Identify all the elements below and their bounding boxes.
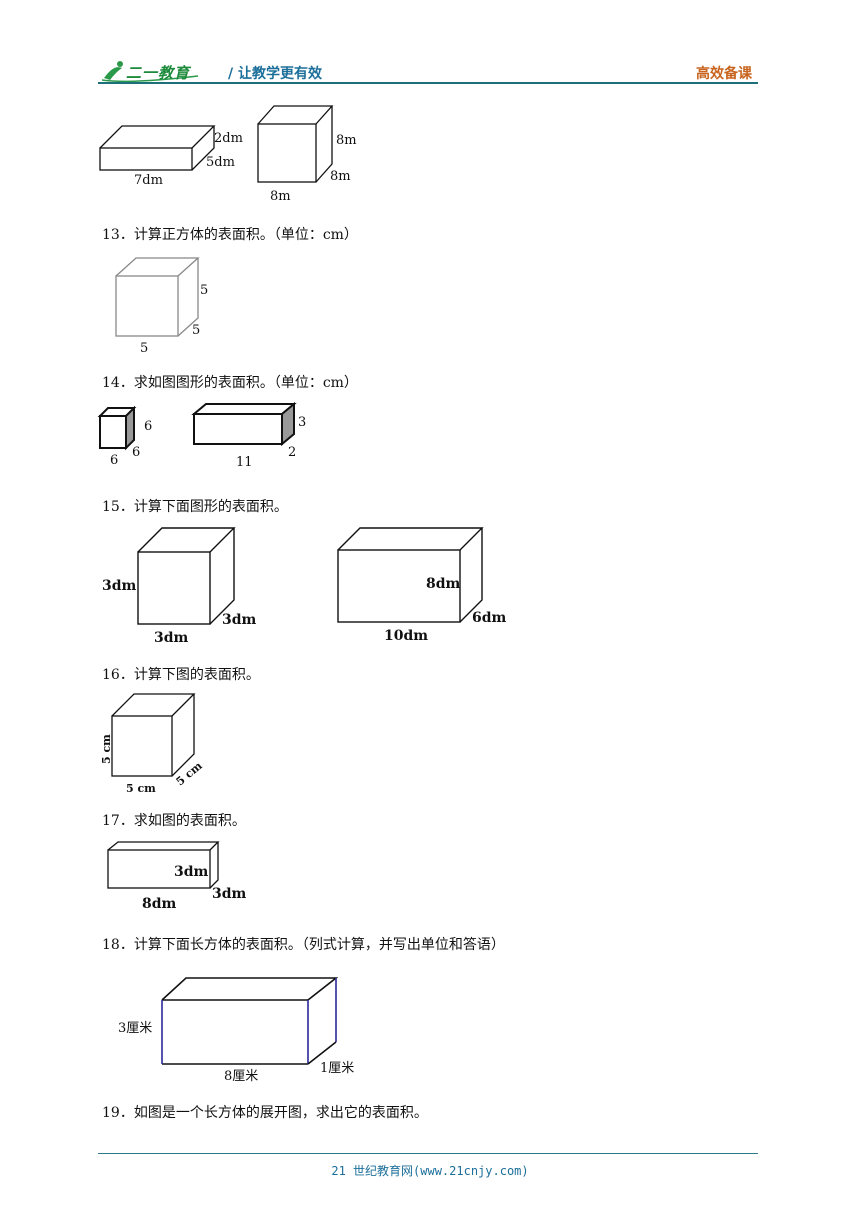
q17-length: 8dm (142, 896, 177, 912)
q16-width: 5 cm (174, 759, 205, 788)
q14-cube-height: 6 (144, 419, 152, 434)
q13-width: 5 (192, 323, 200, 338)
q14-cuboid-figure: 3 2 11 (191, 401, 306, 470)
header-slogan: / 让教学更有效 (228, 66, 322, 82)
q13-height: 5 (200, 283, 208, 298)
question-16: 16．计算下图的表面积。 (102, 667, 260, 683)
q17-height: 3dm (174, 864, 209, 880)
q16-length: 5 cm (126, 782, 156, 795)
q14-cuboid-height: 3 (298, 415, 306, 430)
question-14: 14．求如图图形的表面积。（单位：cm） (102, 375, 358, 391)
top-cube-figure: 8m 8m 8m (257, 105, 357, 204)
q15-cube-width: 3dm (222, 612, 257, 628)
q14-cube-length: 6 (110, 453, 118, 468)
q18-cuboid-figure: 3厘米 1厘米 8厘米 (118, 977, 354, 1084)
top-cube-height: 8m (336, 133, 357, 148)
q14-cuboid-width: 2 (288, 445, 296, 460)
top-cuboid-length: 7dm (134, 173, 163, 188)
q15-cube-height: 3dm (102, 578, 137, 594)
question-18: 18．计算下面长方体的表面积。（列式计算，并写出单位和答语） (102, 937, 505, 953)
question-19: 19．如图是一个长方体的展开图，求出它的表面积。 (102, 1105, 428, 1121)
q15-cube-figure: 3dm 3dm 3dm (102, 527, 257, 646)
q15-cuboid-height: 8dm (426, 576, 461, 592)
q14-cube-figure: 6 6 6 (97, 405, 152, 468)
header-divider (98, 82, 758, 84)
logo-icon (101, 61, 199, 83)
q13-length: 5 (140, 341, 148, 356)
q15-cube-length: 3dm (154, 630, 189, 646)
top-cuboid-height: 2dm (214, 131, 243, 146)
q16-height: 5 cm (100, 734, 113, 764)
q17-cuboid-figure: 3dm 3dm 8dm (107, 841, 247, 912)
logo-text: 二一教育 (126, 64, 191, 82)
top-cuboid-width: 5dm (206, 155, 235, 170)
top-cuboid-figure: 2dm 5dm 7dm (99, 125, 243, 188)
footer-text: 21 世纪教育网(www.21cnjy.com) (331, 1164, 529, 1178)
q18-length: 8厘米 (224, 1069, 258, 1084)
q18-width: 1厘米 (320, 1061, 354, 1076)
q15-cuboid-figure: 8dm 6dm 10dm (337, 527, 507, 644)
q14-cube-width: 6 (132, 445, 140, 460)
question-13: 13．计算正方体的表面积。（单位：cm） (102, 227, 358, 243)
top-cube-length: 8m (270, 189, 291, 204)
footer-divider (98, 1153, 758, 1154)
q14-cuboid-length: 11 (236, 455, 253, 470)
top-cube-width: 8m (330, 169, 351, 184)
header-right-label: 高效备课 (696, 66, 752, 82)
q15-cuboid-length: 10dm (384, 628, 428, 644)
q16-cube-figure: 5 cm 5 cm 5 cm (100, 693, 205, 795)
q13-cube-figure: 5 5 5 (115, 257, 208, 356)
question-15: 15．计算下面图形的表面积。 (102, 499, 288, 515)
q18-height: 3厘米 (118, 1021, 152, 1036)
q17-width: 3dm (212, 886, 247, 902)
q15-cuboid-width: 6dm (472, 610, 507, 626)
question-17: 17．求如图的表面积。 (102, 813, 246, 829)
